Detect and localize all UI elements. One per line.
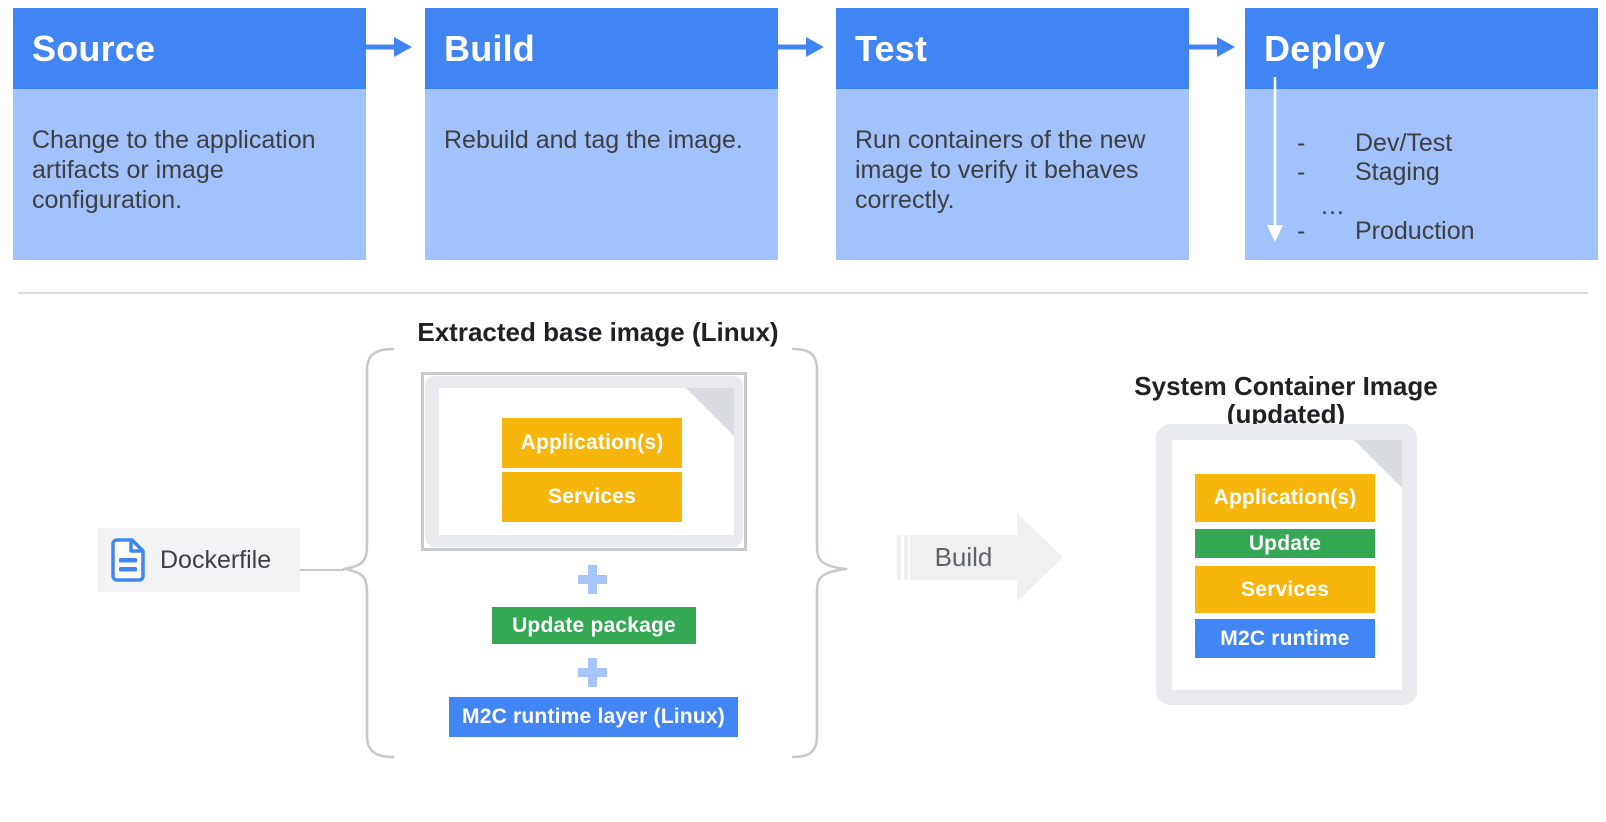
deploy-bullet: - xyxy=(1297,129,1306,157)
stage-title-build: Build xyxy=(425,8,778,89)
build-arrow-icon xyxy=(897,513,1063,602)
addon-m2c-runtime-layer: M2C runtime layer (Linux) xyxy=(449,697,738,737)
stage-title-test: Test xyxy=(836,8,1189,89)
plus-icon xyxy=(578,658,607,687)
dockerfile-icon xyxy=(111,538,145,582)
result-document-icon xyxy=(1156,424,1417,705)
dockerfile-chip: Dockerfile xyxy=(98,528,300,592)
deploy-env-label: ... xyxy=(1321,192,1345,220)
addon-update-package: Update package xyxy=(492,607,696,644)
result-layer-update: Update xyxy=(1195,529,1375,558)
deploy-bullet: - xyxy=(1297,217,1306,245)
brace-left-icon xyxy=(342,347,395,759)
stage-box-test: Test Run containers of the new image to … xyxy=(836,8,1189,260)
plus-icon xyxy=(578,565,607,594)
build-step-label: Build xyxy=(934,542,993,572)
deploy-env-label: Production xyxy=(1355,217,1475,245)
deploy-env-row-ellipsis: ... xyxy=(1245,191,1598,221)
layer-box-applications: Application(s) xyxy=(502,418,682,468)
deploy-bullet: - xyxy=(1297,158,1306,186)
deploy-env-row: - Staging xyxy=(1245,157,1598,187)
deploy-env-label: Staging xyxy=(1355,158,1440,186)
result-layer-applications: Application(s) xyxy=(1195,474,1375,522)
deploy-env-label: Dev/Test xyxy=(1355,129,1453,157)
stage-box-source: Source Change to the application artifac… xyxy=(13,8,366,260)
deploy-env-row: - Production xyxy=(1245,216,1598,246)
dockerfile-label: Dockerfile xyxy=(160,545,272,574)
stage-description-test: Run containers of the new image to verif… xyxy=(836,89,1189,260)
stage-box-deploy: Deploy - Dev/Test - Staging ... - Produc… xyxy=(1245,8,1598,260)
flow-arrow-icon xyxy=(1189,37,1235,57)
base-image-title: Extracted base image (Linux) xyxy=(417,317,779,347)
system-container-image-title: System Container Image (updated) xyxy=(1134,371,1438,429)
result-layer-services: Services xyxy=(1195,566,1375,613)
stage-box-build: Build Rebuild and tag the image. xyxy=(425,8,778,260)
layer-box-services: Services xyxy=(502,472,682,522)
result-layer-m2c-runtime: M2C runtime xyxy=(1195,619,1375,658)
section-divider xyxy=(18,292,1588,294)
stage-title-deploy: Deploy xyxy=(1245,8,1598,89)
stage-description-build: Rebuild and tag the image. xyxy=(425,89,778,260)
deploy-flow-down-arrow-icon xyxy=(1267,77,1283,242)
stage-title-source: Source xyxy=(13,8,366,89)
deploy-env-row: - Dev/Test xyxy=(1245,128,1598,158)
brace-right-icon xyxy=(791,347,848,759)
stage-description-source: Change to the application artifacts or i… xyxy=(13,89,366,260)
dockerfile-connector-line xyxy=(300,569,344,571)
stage-body-deploy: - Dev/Test - Staging ... - Production xyxy=(1245,77,1598,260)
flow-arrow-icon xyxy=(366,37,412,57)
flow-arrow-icon xyxy=(778,37,824,57)
